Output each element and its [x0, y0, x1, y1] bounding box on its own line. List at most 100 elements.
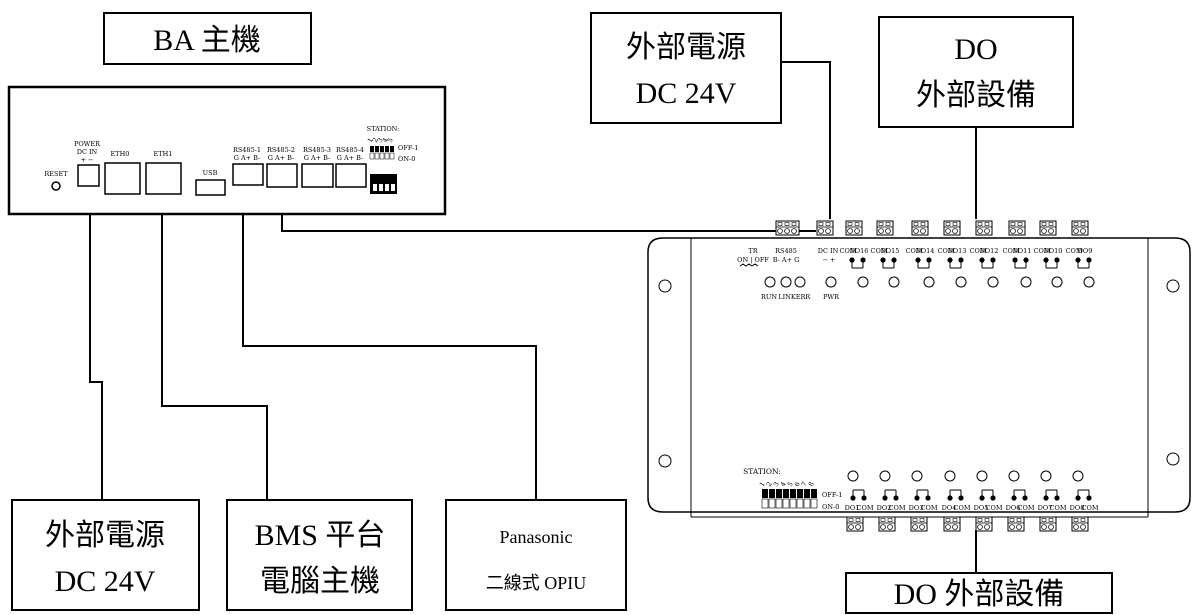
bms-box: BMS 平台 電腦主機 — [226, 499, 413, 611]
top-terminal-label: DO13 — [948, 247, 967, 255]
bottom-terminal-label: COM — [954, 504, 971, 512]
svg-text:7: 7 — [800, 480, 809, 488]
svg-text:4: 4 — [779, 480, 788, 488]
top-do-terminal — [1039, 220, 1057, 236]
err-label: ERR — [796, 293, 812, 301]
dc-polarity: − + — [823, 256, 836, 264]
do-ext-top-line1: DO — [954, 33, 997, 66]
top-terminal-label: COM — [1034, 247, 1051, 255]
dc-in-label: DC IN — [818, 247, 839, 255]
top-terminal-label: COM — [840, 247, 857, 255]
top-terminal-label: DO11 — [1013, 247, 1032, 255]
terminal-dot — [1075, 495, 1081, 501]
terminal-dot — [958, 495, 964, 501]
ext-power-top-line1: 外部電源 — [626, 31, 746, 64]
bottom-terminal-label: COM — [986, 504, 1003, 512]
do-led — [857, 276, 869, 288]
do-led — [1008, 470, 1020, 482]
rs485-1-label: RS485-1 — [233, 146, 261, 154]
svg-text:2: 2 — [371, 136, 380, 144]
reset-label: RESET — [44, 170, 68, 178]
rs485-3-pins: G A+ B- — [304, 154, 331, 162]
terminal-dot — [925, 495, 931, 501]
top-terminal-label: COM — [970, 247, 987, 255]
rs485-1-port — [232, 163, 264, 186]
top-terminal-label: DO16 — [850, 247, 869, 255]
wire-ext-power-bottom — [89, 180, 103, 500]
do-on0-label: ON-0 — [822, 503, 839, 511]
ext-power-top-box: 外部電源 DC 24V — [590, 12, 782, 124]
svg-text:5: 5 — [786, 480, 795, 488]
bottom-terminal-label: DO4 — [942, 504, 957, 512]
rs485-3-port — [301, 163, 334, 188]
terminal-dot — [990, 495, 996, 501]
bottom-terminal-label: COM — [857, 504, 874, 512]
bottom-terminal-label: COM — [1050, 504, 1067, 512]
do-led — [879, 470, 891, 482]
wire-panasonic — [242, 185, 537, 500]
ext-power-bottom-box: 外部電源 DC 24V — [11, 499, 200, 611]
ext-power-bottom-line2: DC 24V — [55, 565, 156, 598]
run-label: RUN — [761, 293, 777, 301]
top-terminal-label: COM — [906, 247, 923, 255]
do-ext-bottom-box: DO 外部設備 — [845, 572, 1113, 614]
top-terminal-label: COM — [871, 247, 888, 255]
svg-text:8: 8 — [807, 480, 816, 488]
link-label: LINK — [778, 293, 796, 301]
eth1-label: ETH1 — [154, 150, 173, 158]
panasonic-box: Panasonic 二線式 OPIU — [445, 499, 627, 611]
do-led — [955, 276, 967, 288]
pwr-led — [825, 276, 837, 288]
panasonic-line2: 二線式 OPIU — [486, 573, 587, 593]
wire-bms — [161, 180, 268, 500]
terminal-dot — [861, 495, 867, 501]
do-station-label: STATION: — [743, 467, 781, 476]
rs485-4-pins: G A+ B- — [337, 154, 364, 162]
rs485-4-port — [335, 163, 367, 188]
rs485-2-label: RS485-2 — [267, 146, 295, 154]
svg-text:6: 6 — [793, 480, 802, 488]
do-led — [1051, 276, 1063, 288]
bottom-do-terminal — [943, 516, 961, 532]
mount-hole — [658, 279, 672, 293]
do-rs485-pins: B- A+ G — [773, 256, 800, 264]
eth1-port — [145, 162, 182, 195]
dc-in-label: DC IN — [77, 148, 98, 156]
ext-power-bottom-line1: 外部電源 — [45, 519, 165, 552]
do-led — [976, 470, 988, 482]
terminal-dot — [1043, 495, 1049, 501]
do-led — [1072, 470, 1084, 482]
svg-text:2: 2 — [765, 480, 774, 488]
svg-text:3: 3 — [376, 136, 385, 144]
svg-text:3: 3 — [772, 480, 781, 488]
do-led — [847, 470, 859, 482]
top-terminal-label: COM — [1066, 247, 1083, 255]
terminal-dot — [850, 495, 856, 501]
bottom-terminal-label: DO8 — [1070, 504, 1085, 512]
panasonic-line1: Panasonic — [500, 527, 573, 547]
top-do-terminal — [975, 220, 993, 236]
mount-hole — [1166, 279, 1180, 293]
err-led — [794, 276, 806, 288]
ba-panel: RESET POWER DC IN + − ETH0 ETH1 USB RS48… — [7, 85, 447, 216]
bottom-do-terminal — [1071, 516, 1089, 532]
bms-line2: 電腦主機 — [260, 565, 380, 598]
ba-host-box: BA 主機 — [103, 12, 312, 65]
bottom-terminal-label: DO2 — [877, 504, 892, 512]
do-ext-bottom-label: DO 外部設備 — [894, 578, 1065, 611]
run-led — [764, 276, 776, 288]
top-terminal-label: COM — [1003, 247, 1020, 255]
do-led — [987, 276, 999, 288]
bottom-do-terminal — [1039, 516, 1057, 532]
rs485-2-port — [266, 163, 298, 188]
terminal-dot — [1086, 495, 1092, 501]
usb-port — [195, 179, 226, 196]
bottom-terminal-label: DO1 — [845, 504, 860, 512]
bottom-do-terminal — [1007, 516, 1025, 532]
usb-label: USB — [203, 169, 218, 177]
tr-label: TR — [748, 247, 758, 255]
wire-ext-power-top — [780, 61, 831, 219]
bottom-terminal-label: COM — [1018, 504, 1035, 512]
do-led — [911, 470, 923, 482]
